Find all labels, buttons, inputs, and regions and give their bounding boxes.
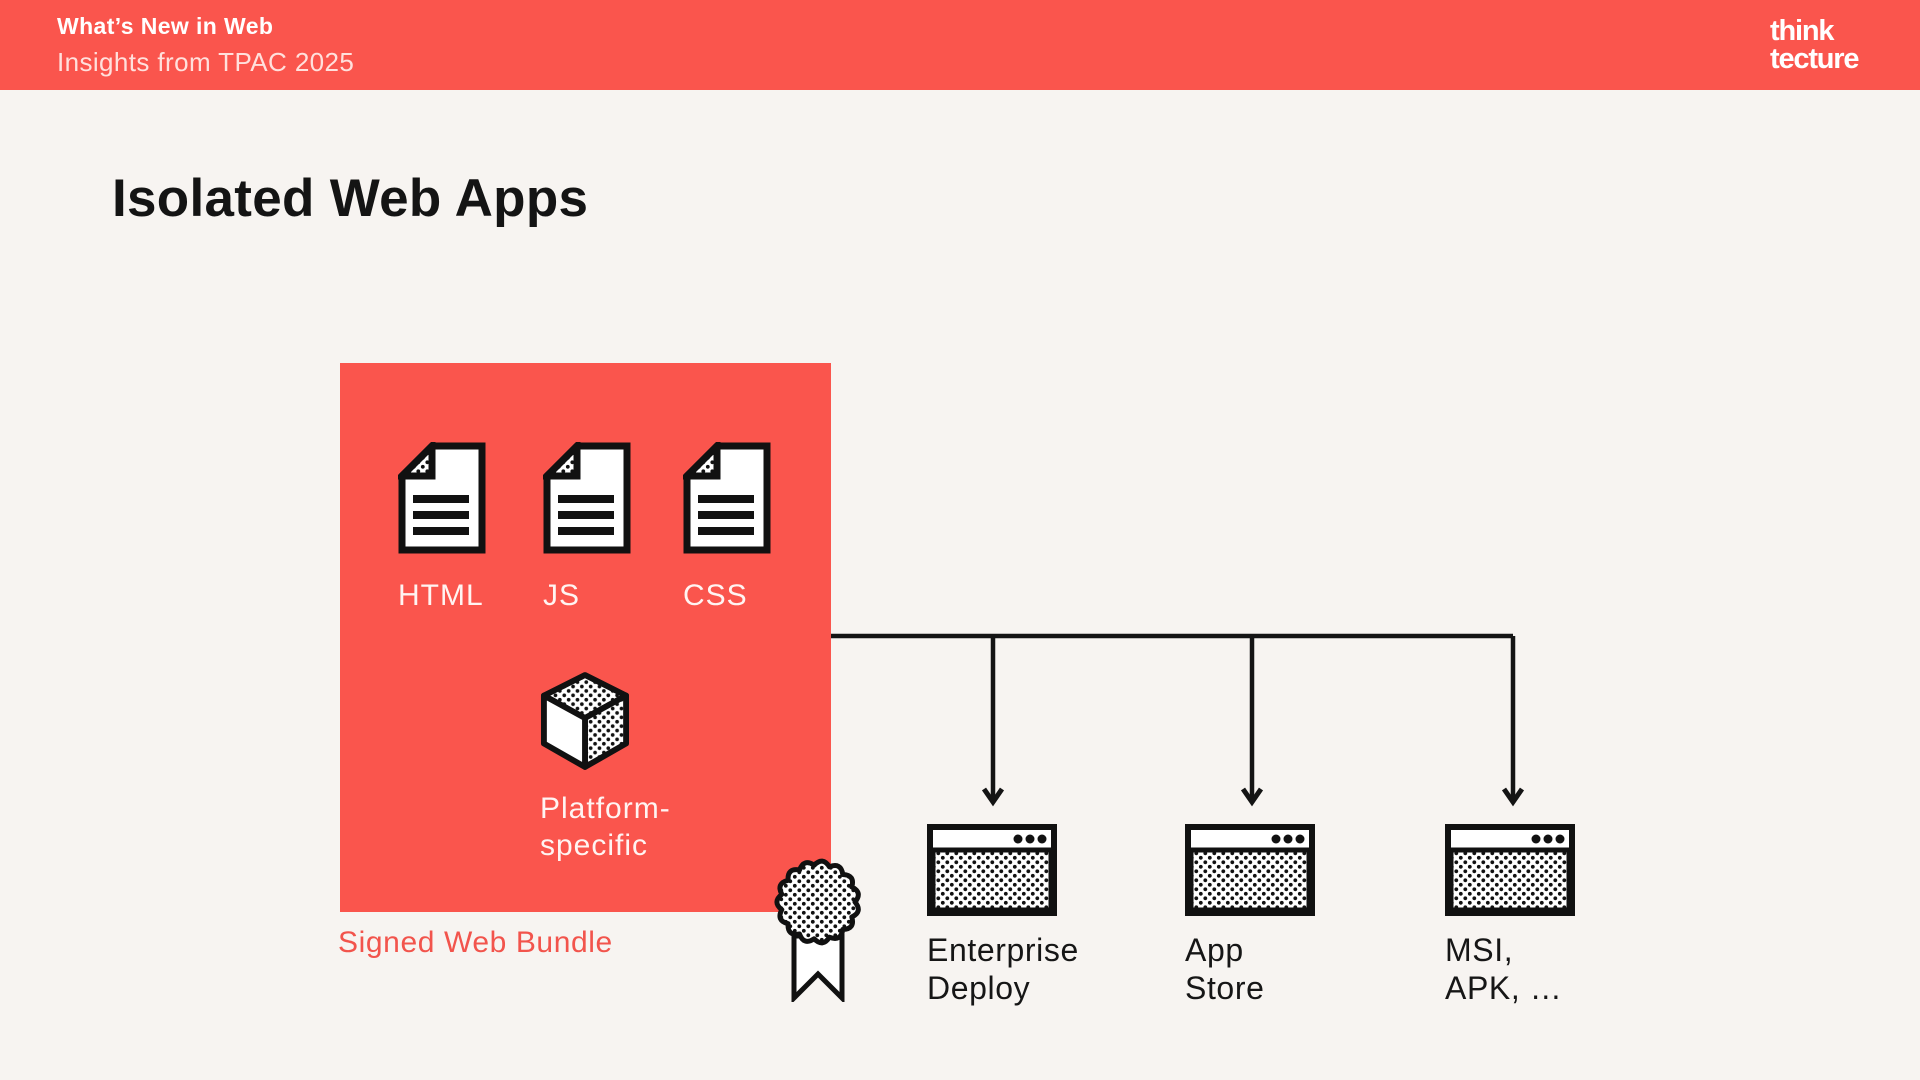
deck-title: What’s New in Web bbox=[57, 12, 274, 39]
bundle-file-js: JS bbox=[538, 437, 673, 613]
browser-window-icon bbox=[927, 824, 1057, 916]
logo-line-1: think bbox=[1770, 15, 1834, 47]
arrowhead-icon bbox=[1501, 787, 1525, 807]
bundle-caption: Signed Web Bundle bbox=[338, 926, 613, 959]
slide-title: Isolated Web Apps bbox=[112, 169, 589, 228]
deck-subtitle: Insights from TPAC 2025 bbox=[57, 46, 355, 77]
browser-window-icon bbox=[1185, 824, 1315, 916]
cube-icon bbox=[540, 672, 630, 770]
signed-web-bundle-box: HTML JS CSS bbox=[340, 363, 831, 912]
browser-window-icon bbox=[1445, 824, 1575, 916]
target-msi-apk: MSI, APK, … bbox=[1445, 824, 1625, 1007]
document-icon bbox=[678, 437, 771, 554]
file-label: HTML bbox=[398, 579, 484, 612]
logo-line-2: tecture bbox=[1770, 43, 1860, 75]
platform-label: Platform- specific bbox=[540, 792, 671, 862]
bundle-file-html: HTML bbox=[393, 437, 528, 613]
bundle-file-css: CSS bbox=[678, 437, 813, 613]
file-label: CSS bbox=[683, 579, 748, 612]
certificate-rosette-icon bbox=[774, 858, 861, 1002]
thinktecture-logo: think tecture bbox=[1770, 15, 1860, 75]
target-label: MSI, APK, … bbox=[1445, 932, 1563, 1006]
file-label: JS bbox=[543, 579, 581, 612]
target-label: Enterprise Deploy bbox=[927, 932, 1079, 1006]
target-label: App Store bbox=[1185, 932, 1265, 1006]
arrowhead-icon bbox=[981, 787, 1005, 807]
document-icon bbox=[393, 437, 486, 554]
arrowhead-icon bbox=[1240, 787, 1264, 807]
header-bar: What’s New in Web Insights from TPAC 202… bbox=[0, 0, 1920, 90]
target-enterprise-deploy: Enterprise Deploy bbox=[927, 824, 1107, 1007]
platform-specific-item: Platform- specific bbox=[540, 671, 720, 864]
target-app-store: App Store bbox=[1185, 824, 1365, 1007]
document-icon bbox=[538, 437, 631, 554]
